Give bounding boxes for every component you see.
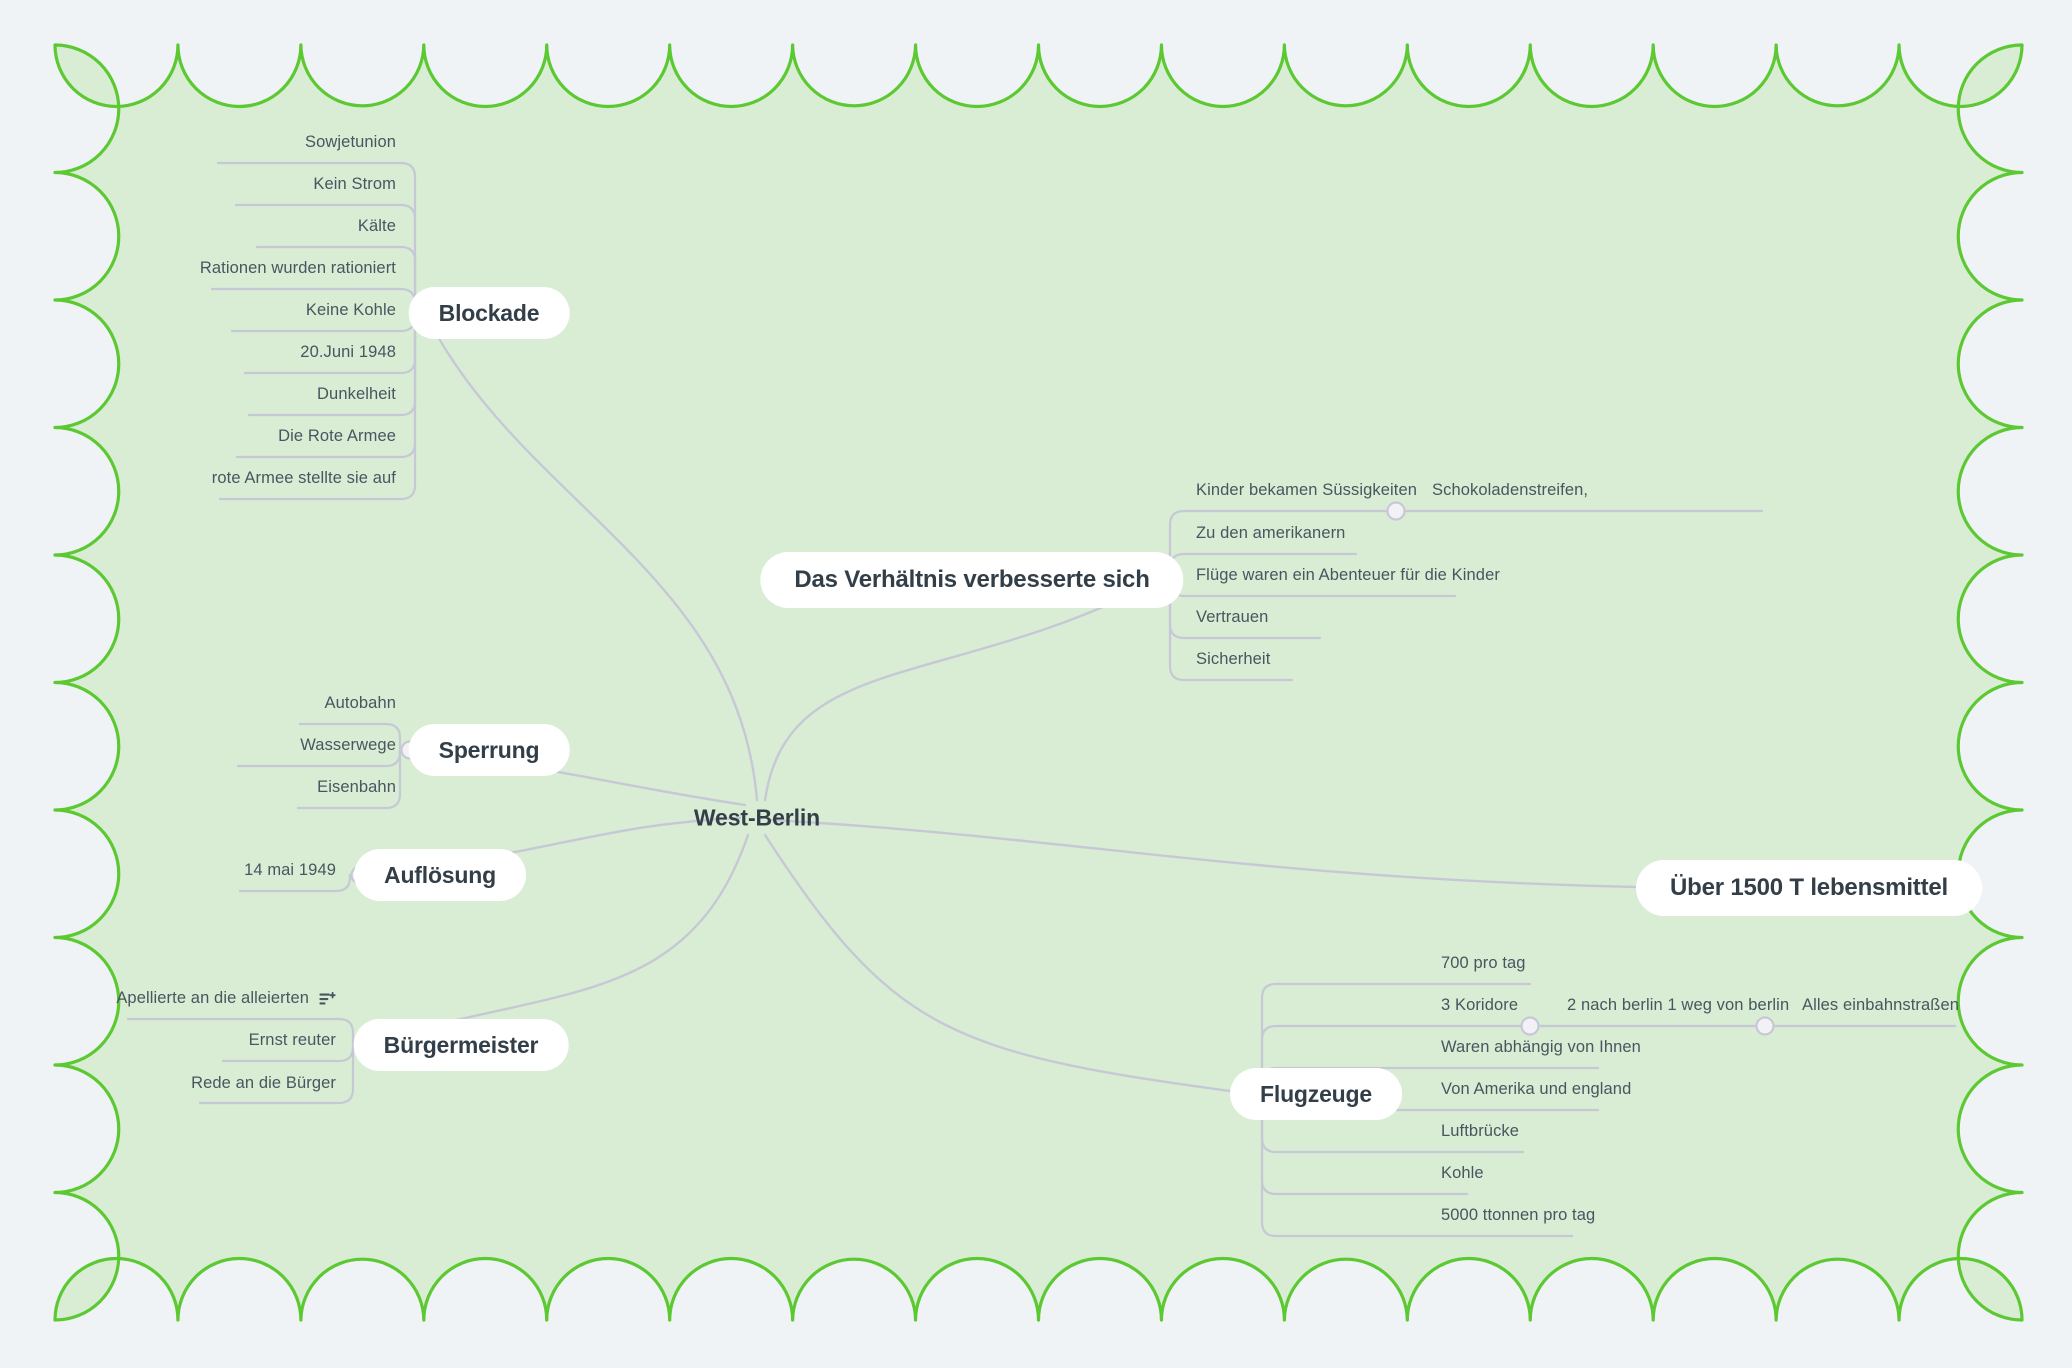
branch-node-flugzeuge[interactable]: Flugzeuge	[1230, 1068, 1402, 1120]
leaf-label[interactable]: Wasserwege	[300, 736, 396, 754]
leaf-label[interactable]: Flüge waren ein Abenteuer für die Kinder	[1196, 566, 1500, 584]
leaf-label[interactable]: 20.Juni 1948	[300, 343, 396, 361]
leaf-label[interactable]: 2 nach berlin 1 weg von berlin	[1567, 996, 1790, 1014]
branch-node-lebensmittel[interactable]: Über 1500 T lebensmittel	[1636, 860, 1982, 916]
leaf-label-text: Apellierte an die alleierten	[116, 989, 309, 1007]
leaf-connector	[1260, 1092, 1574, 1238]
leaf-connector	[198, 1043, 355, 1105]
add-note-icon[interactable]	[319, 992, 336, 1007]
leaf-label-with-icon[interactable]: Apellierte an die alleierten	[112, 989, 340, 1013]
leaf-label[interactable]: Zu den amerikanern	[1196, 524, 1346, 542]
leaf-connector	[255, 245, 417, 315]
leaf-connector	[1260, 982, 1532, 1096]
leaf-label[interactable]: Waren abhängig von Ihnen	[1441, 1038, 1641, 1056]
branch-node-aufloesung[interactable]: Auflösung	[354, 849, 526, 901]
leaf-label[interactable]: Kälte	[357, 217, 396, 235]
connector-dot	[1755, 1016, 1775, 1036]
leaf-label[interactable]: Rede an die Bürger	[191, 1074, 336, 1092]
leaf-label[interactable]: Sowjetunion	[305, 133, 396, 151]
leaf-label[interactable]: Ernst reuter	[248, 1031, 336, 1049]
leaf-label[interactable]: Dunkelheit	[317, 385, 396, 403]
leaf-label[interactable]: 5000 ttonnen pro tag	[1441, 1206, 1596, 1224]
connector-verhaeltnis	[763, 578, 1162, 802]
leaf-label[interactable]: Alles einbahnstraßen	[1802, 996, 1960, 1014]
leaf-connector	[1168, 578, 1294, 682]
leaf-connector	[1260, 1024, 1547, 1096]
leaf-label[interactable]: Sicherheit	[1196, 650, 1271, 668]
leaf-connector	[234, 203, 417, 315]
leaf-connector	[238, 873, 352, 893]
leaf-label[interactable]: Autobahn	[324, 694, 396, 712]
scalloped-frame	[53, 43, 2024, 1322]
connector-dot	[1520, 1016, 1540, 1036]
leaf-connector	[298, 722, 402, 752]
leaf-label[interactable]: Luftbrücke	[1441, 1122, 1520, 1140]
leaf-label[interactable]: Kinder bekamen Süssigkeiten	[1196, 481, 1417, 499]
branch-node-sperrung[interactable]: Sperrung	[408, 724, 570, 776]
connector-flugzeuge	[763, 833, 1254, 1096]
leaf-label[interactable]: Vertrauen	[1196, 608, 1269, 626]
leaf-label[interactable]: Von Amerika und england	[1441, 1080, 1632, 1098]
leaf-label[interactable]: 14 mai 1949	[244, 861, 336, 879]
leaf-connector	[1168, 509, 1398, 582]
leaf-label[interactable]: Schokoladenstreifen,	[1432, 481, 1589, 499]
leaf-label[interactable]: Kohle	[1441, 1164, 1484, 1182]
leaf-label[interactable]: Rationen wurden rationiert	[199, 259, 396, 277]
leaf-label[interactable]: Keine Kohle	[305, 301, 396, 319]
leaf-connector	[218, 311, 417, 501]
leaf-connector	[126, 1017, 355, 1047]
leaf-label[interactable]: rote Armee stellte sie auf	[211, 469, 396, 487]
leaf-label[interactable]: 3 Koridore	[1441, 996, 1519, 1014]
connector-blockade	[423, 311, 759, 802]
leaf-connector	[216, 161, 417, 315]
connector-lebensmittel	[768, 818, 1689, 890]
root-node[interactable]: West-Berlin	[693, 804, 821, 831]
branch-node-buergermeister[interactable]: Bürgermeister	[353, 1019, 569, 1071]
leaf-label[interactable]: Eisenbahn	[317, 778, 396, 796]
leaf-label[interactable]: Die Rote Armee	[278, 427, 396, 445]
connector-dot	[1386, 501, 1406, 521]
leaf-label[interactable]: 700 pro tag	[1441, 954, 1526, 972]
leaf-label[interactable]: Kein Strom	[313, 175, 396, 193]
branch-node-verhaeltnis[interactable]: Das Verhältnis verbesserte sich	[760, 552, 1184, 608]
branch-node-blockade[interactable]: Blockade	[408, 287, 570, 339]
leaf-connector	[296, 748, 402, 810]
